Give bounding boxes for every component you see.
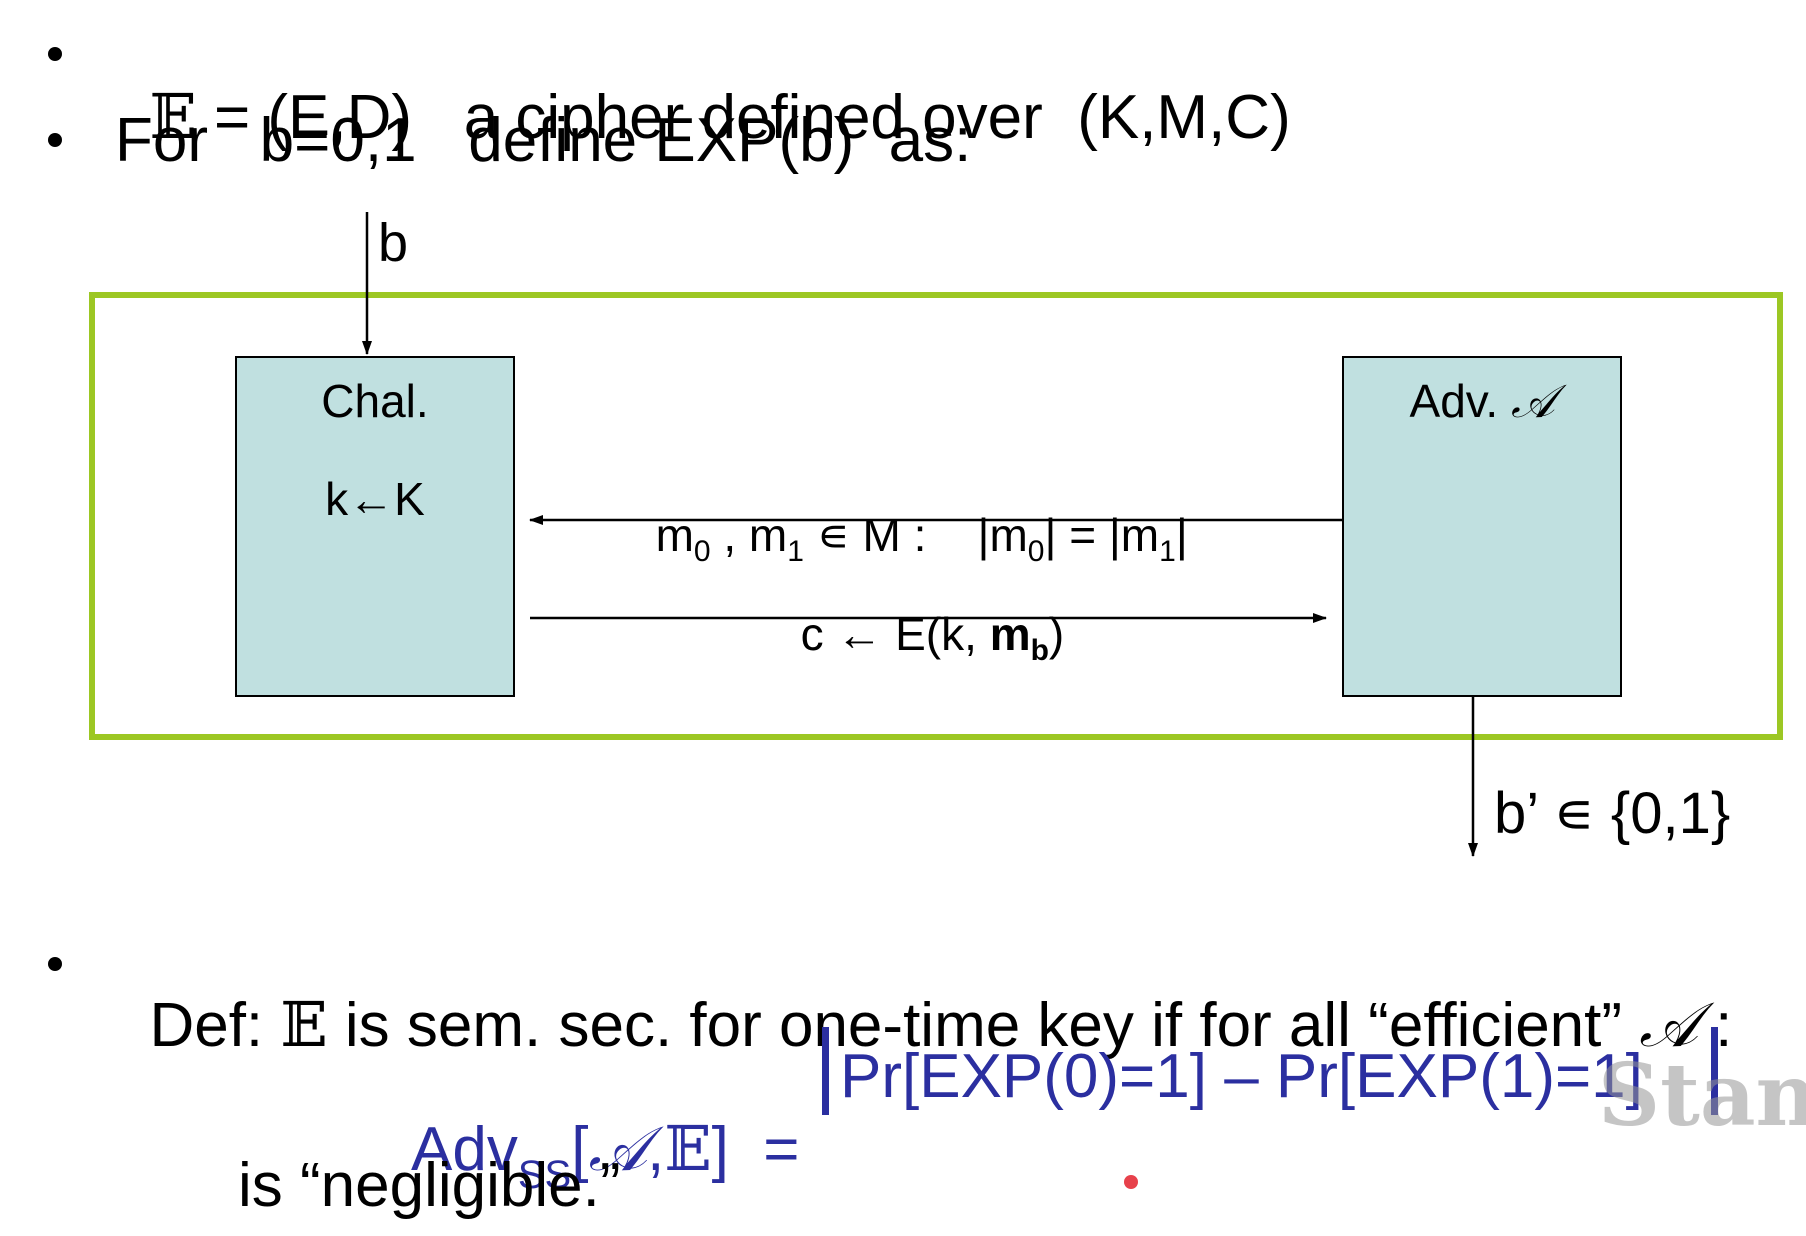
def-prefix: Def: — [149, 991, 281, 1060]
adv-equals: = — [728, 1115, 834, 1184]
pointer-dot — [1124, 1175, 1138, 1189]
output-label: b’ ∊ {0,1} — [1494, 781, 1731, 846]
bullet-dot — [48, 133, 62, 147]
experiment-definition-line: For b=0,1 define EXP(b) as: — [115, 106, 972, 175]
mq-sub0: 0 — [693, 535, 711, 568]
def-script-A: 𝒜 — [1639, 988, 1698, 1061]
bullet-dot — [48, 957, 62, 971]
cipher-definition-text: = (E,D) a cipher defined over (K,M,C) — [196, 83, 1291, 152]
adv-script-A: 𝒜 — [588, 1112, 648, 1185]
challenger-title: Chal. — [321, 375, 429, 427]
E-symbol: 𝔼 — [149, 80, 197, 153]
adversary-script-A: 𝒜 — [1510, 374, 1555, 428]
ct-mb: m — [989, 608, 1031, 660]
mq-m: m — [655, 509, 694, 561]
ct-prefix: c ← E(k, — [800, 608, 990, 660]
def-suffix: : — [1697, 991, 1733, 1060]
mq-in-M: ∊ M : |m — [803, 509, 1028, 561]
advantage-formula: AdvSS[𝒜,𝔼] = — [380, 1041, 834, 1198]
adv-subscript: SS — [517, 1153, 572, 1197]
mq-sub1b: 1 — [1159, 535, 1176, 568]
ct-suffix: ) — [1048, 608, 1065, 660]
cipher-definition-line: 𝔼 = (E,D) a cipher defined over (K,M,C) — [115, 24, 1291, 152]
mq-sep: , m — [710, 509, 788, 561]
adv-text: Adv — [411, 1115, 518, 1184]
probability-difference: Pr[EXP(0)=1] – Pr[EXP(1)=1] — [840, 1042, 1643, 1111]
abs-bar-left — [822, 1027, 829, 1115]
key-sample-label: k←K — [325, 473, 425, 525]
bullet-dot — [48, 47, 62, 61]
mq-sub0b: 0 — [1027, 535, 1045, 568]
b-input-label: b — [378, 213, 409, 273]
adv-open: [ — [571, 1115, 589, 1184]
ct-mb-sub: b — [1030, 634, 1049, 667]
adversary-title: Adv. 𝒜 — [1344, 374, 1620, 430]
mq-end: | — [1175, 509, 1188, 561]
abs-bar-right — [1711, 1027, 1718, 1115]
experiment-frame — [89, 292, 1783, 740]
ciphertext-label: c ← E(k, mb) — [775, 553, 1065, 668]
def-middle: is sem. sec. for one-time key if for all… — [327, 991, 1640, 1060]
stanford-watermark: Stanf — [1598, 1045, 1806, 1146]
mq-sub1: 1 — [787, 535, 804, 568]
message-query-label: m0 , m1 ∊ M : |m0| = |m1| — [630, 454, 1188, 569]
adversary-box: Adv. 𝒜 — [1342, 356, 1622, 697]
conclusion-line: is “negligible.” — [238, 1151, 621, 1220]
adversary-title-text: Adv. — [1409, 375, 1511, 427]
challenger-box: Chal. k←K — [235, 356, 515, 697]
mq-eq: | = |m — [1044, 509, 1160, 561]
adv-E-symbol: 𝔼 — [664, 1112, 712, 1185]
adv-comma: , — [647, 1115, 665, 1184]
definition-line: Def: 𝔼 is sem. sec. for one-time key if … — [115, 932, 1732, 1057]
def-E-symbol: 𝔼 — [280, 988, 328, 1061]
adv-close: ] — [711, 1115, 729, 1184]
